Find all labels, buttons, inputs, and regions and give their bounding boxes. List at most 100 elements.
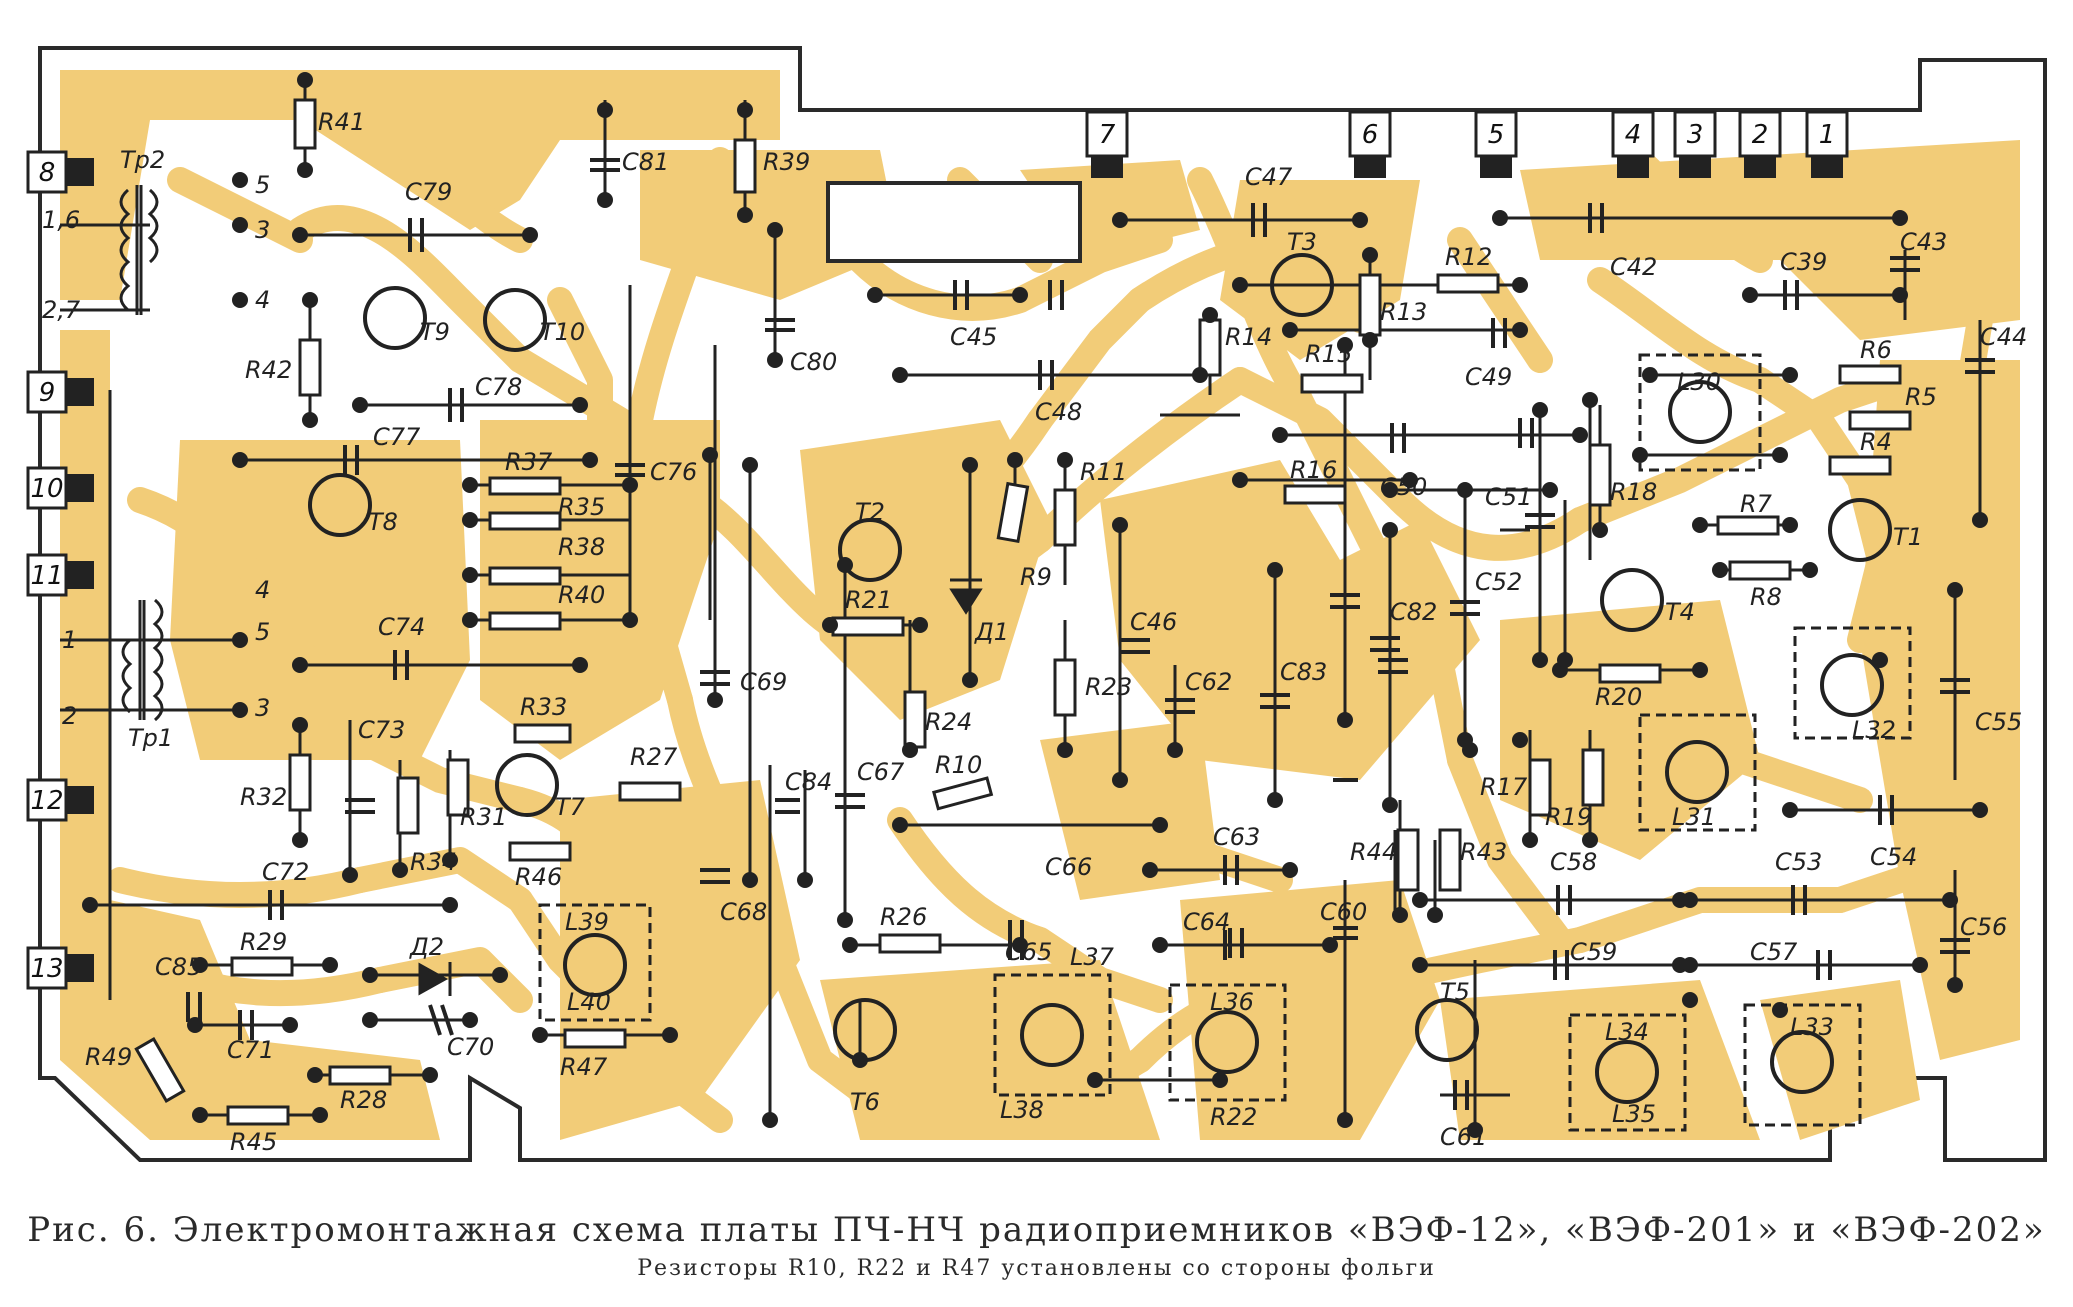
solder-pad (742, 872, 758, 888)
solder-pad (1427, 907, 1443, 923)
capacitor-label-c66: C66 (1045, 853, 1092, 881)
solder-pad (622, 477, 638, 493)
solder-pad (892, 367, 908, 383)
solder-pad (1412, 957, 1428, 973)
capacitor-label-c43: C43 (1900, 228, 1947, 256)
solder-pad (597, 102, 613, 118)
solder-pad (1337, 1112, 1353, 1128)
solder-pad (737, 207, 753, 223)
capacitor-plates (186, 158, 1995, 1110)
solder-pad (82, 897, 98, 913)
resistor-label-r20: R20 (1595, 683, 1642, 711)
resistor-label-r26: R26 (880, 903, 927, 931)
solder-pad (1972, 802, 1988, 818)
resistor-label-r41: R41 (318, 108, 365, 136)
solder-pad (837, 557, 853, 573)
connector-pad (1091, 156, 1123, 178)
capacitor-label-c79: C79 (405, 178, 452, 206)
transistor-label-t5: T5 (1440, 978, 1470, 1006)
transformer-pin: 4 (255, 576, 270, 604)
solder-pad (1337, 712, 1353, 728)
resistor-label-r39: R39 (763, 148, 810, 176)
coil-label-l35: L35 (1612, 1100, 1656, 1128)
capacitor-label-c64: C64 (1183, 908, 1230, 936)
solder-pad (842, 937, 858, 953)
solder-pad (702, 447, 718, 463)
solder-pad (462, 612, 478, 628)
solder-pad (1382, 797, 1398, 813)
solder-pad (302, 412, 318, 428)
connector-pin-8 (26, 150, 68, 194)
connector-pin-3 (1673, 110, 1717, 158)
solder-pad (352, 397, 368, 413)
board-cutout (826, 181, 1082, 263)
solder-pad (582, 452, 598, 468)
capacitor-label-c55: C55 (1975, 708, 2022, 736)
solder-pad (1532, 402, 1548, 418)
resistor-label-r23: R23 (1085, 673, 1132, 701)
solder-pad (192, 1107, 208, 1123)
solder-pad (1772, 1002, 1788, 1018)
connector-pad (1679, 156, 1711, 178)
solder-pad (912, 617, 928, 633)
resistor-label-r37: R37 (505, 448, 553, 476)
solder-pad (232, 172, 248, 188)
resistor-label-r12: R12 (1445, 243, 1492, 271)
diode-symbols (418, 578, 983, 996)
solder-pad (232, 452, 248, 468)
solder-pad (1337, 337, 1353, 353)
solder-pad (342, 867, 358, 883)
solder-pad (1192, 367, 1208, 383)
solder-pad (442, 897, 458, 913)
transformer-name: Tp2 (120, 146, 165, 174)
solder-pad (1202, 307, 1218, 323)
solder-pad (572, 397, 588, 413)
capacitor-label-c72: C72 (262, 858, 309, 886)
transformer-pin: 2 (62, 702, 77, 730)
capacitor-label-c69: C69 (740, 668, 787, 696)
solder-pad (442, 852, 458, 868)
capacitor-label-c65: C65 (1005, 938, 1052, 966)
connector-pad (66, 158, 94, 186)
solder-pad (1232, 472, 1248, 488)
capacitor-label-c84: C84 (785, 768, 832, 796)
solder-pad (1142, 862, 1158, 878)
transistor-label-t8: T8 (368, 508, 398, 536)
solder-pad (597, 192, 613, 208)
transformer-pin: 4 (255, 286, 270, 314)
connector-pin-5 (1474, 110, 1518, 158)
capacitor-label-c49: C49 (1465, 363, 1512, 391)
resistor-label-r5: R5 (1905, 383, 1937, 411)
resistor-label-r29: R29 (240, 928, 287, 956)
capacitor-label-c56: C56 (1960, 913, 2007, 941)
solder-pad (742, 457, 758, 473)
resistor-label-r27: R27 (630, 743, 678, 771)
solder-pad (1057, 452, 1073, 468)
solder-pad (462, 477, 478, 493)
coil-label-l32: L32 (1852, 716, 1896, 744)
copper-traces (107, 127, 2013, 1133)
capacitor-label-c70: C70 (447, 1033, 494, 1061)
capacitor-label-c73: C73 (358, 716, 405, 744)
transformer-pin: 5 (255, 618, 270, 646)
connector-pad (66, 954, 94, 982)
solder-pad (1012, 287, 1028, 303)
solder-pad (302, 292, 318, 308)
component-labels: R4R5R6R7R8R9R10R11R12R13R14R15R16R17R18R… (85, 108, 2027, 1156)
coil-label-l38: L38 (1000, 1096, 1044, 1124)
solder-pad (1582, 392, 1598, 408)
capacitor-label-c78: C78 (475, 373, 522, 401)
capacitor-label-c39: C39 (1780, 248, 1827, 276)
transistor-label-t10: T10 (540, 318, 585, 346)
resistor-label-r28: R28 (340, 1086, 387, 1114)
connector-label: 6 (1362, 120, 1379, 150)
solder-pad (1532, 652, 1548, 668)
figure-subcaption: Резисторы R10, R22 и R47 установлены со … (637, 1256, 1436, 1281)
solder-pad (1582, 832, 1598, 848)
solder-pad (1322, 937, 1338, 953)
solder-pad (362, 1012, 378, 1028)
solder-pad (767, 352, 783, 368)
solder-pad (1112, 212, 1128, 228)
solder-pad (1692, 517, 1708, 533)
